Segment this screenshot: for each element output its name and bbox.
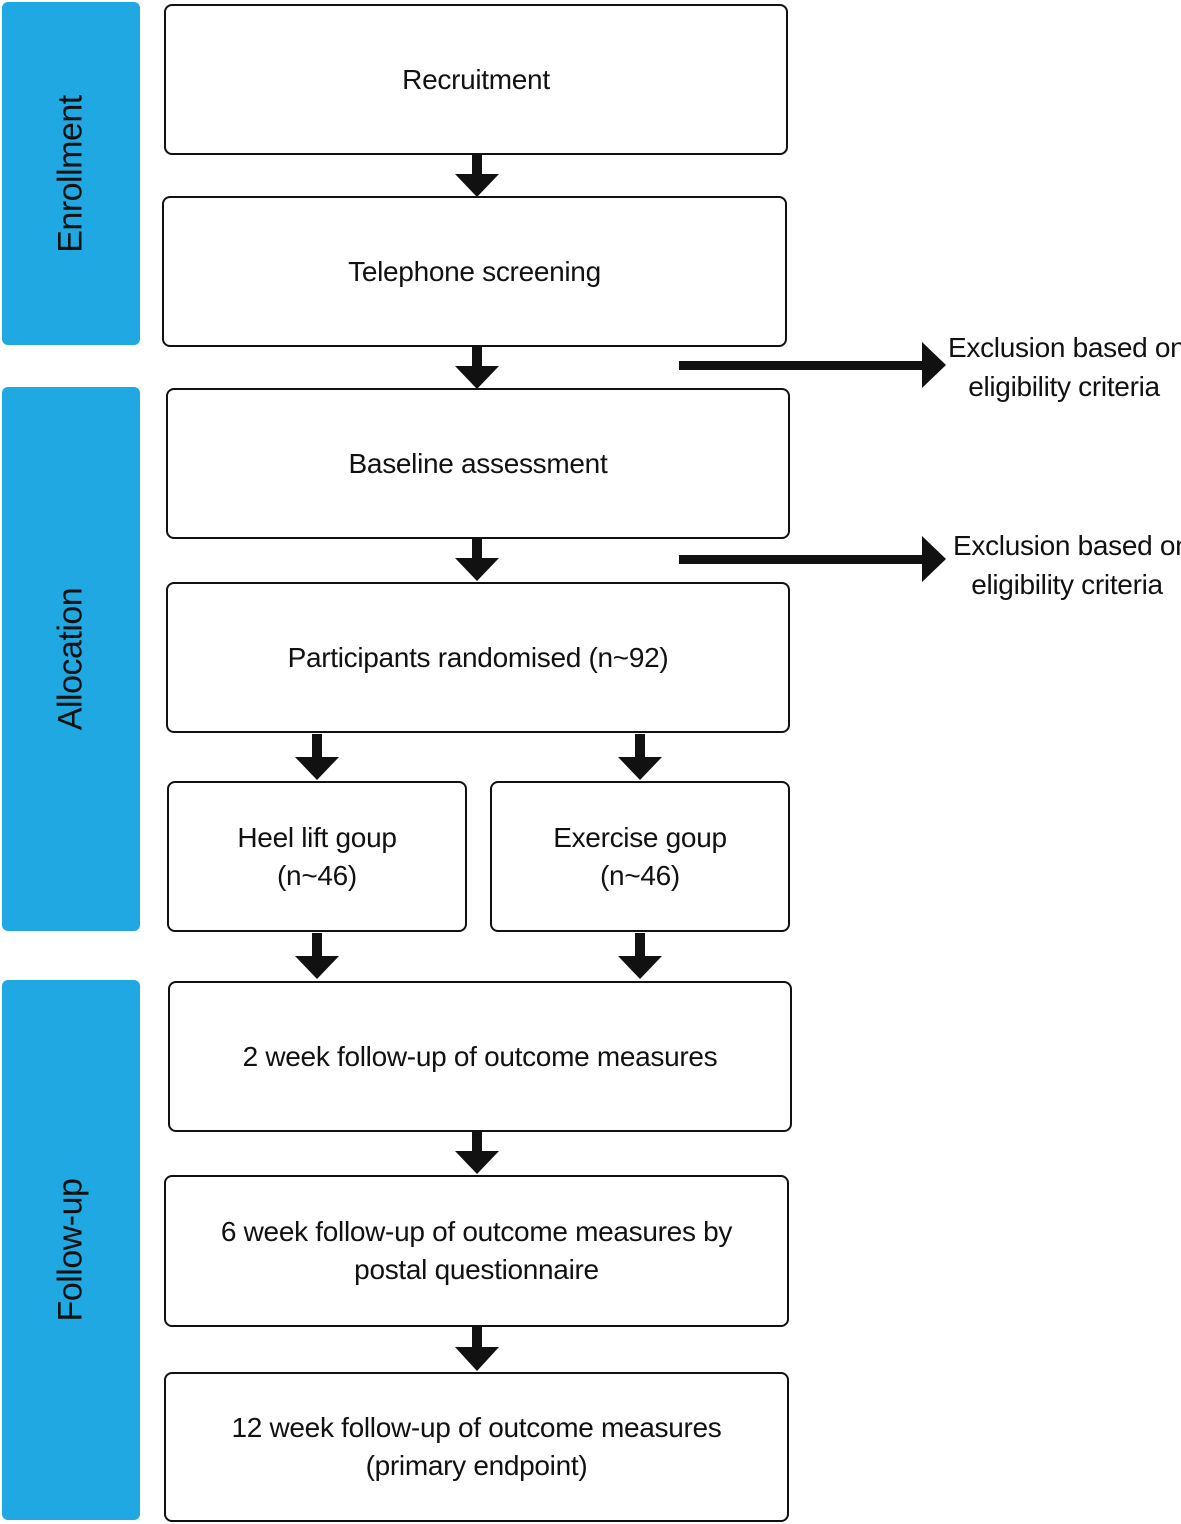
- week12-followup-line1: 12 week follow-up of outcome measures: [231, 1412, 722, 1443]
- arrow-week2-to-week6: [455, 1131, 499, 1174]
- week6-followup-line2: postal questionnaire: [354, 1254, 599, 1285]
- box-participants-randomised: Participants randomised (n~92): [166, 582, 790, 733]
- arrow-exercise-to-week2: [618, 933, 662, 979]
- box-participants-randomised-label: Participants randomised (n~92): [287, 641, 669, 673]
- box-baseline-assessment: Baseline assessment: [166, 388, 790, 539]
- box-recruitment: Recruitment: [164, 4, 788, 155]
- arrow-heel-lift-to-week2: [295, 933, 339, 979]
- box-heel-lift-group: Heel lift goup (n~46): [167, 781, 467, 932]
- arrow-randomised-to-exercise: [618, 734, 662, 780]
- arrow-baseline-to-randomised: [455, 538, 499, 581]
- heel-lift-group-name: Heel lift goup: [237, 821, 397, 853]
- exclusion-note-2: Exclusion based on eligibility criteria: [953, 526, 1181, 604]
- box-baseline-assessment-label: Baseline assessment: [348, 447, 608, 479]
- arrow-recruit-to-screening: [455, 154, 499, 197]
- box-recruitment-label: Recruitment: [402, 63, 550, 95]
- week12-followup-line2: (primary endpoint): [365, 1450, 588, 1481]
- phase-bar-followup: Follow-up: [2, 980, 140, 1520]
- phase-bar-enrollment: Enrollment: [2, 2, 140, 345]
- arrow-exclusion-1: [679, 342, 946, 388]
- exclusion-note-2-line1: Exclusion based on: [953, 530, 1181, 561]
- heel-lift-group-count: (n~46): [277, 859, 357, 891]
- box-week2-followup: 2 week follow-up of outcome measures: [168, 981, 792, 1132]
- arrow-week6-to-week12: [455, 1327, 499, 1371]
- arrow-screening-to-baseline: [455, 346, 499, 389]
- box-telephone-screening-label: Telephone screening: [348, 255, 601, 287]
- arrow-randomised-to-heel-lift: [295, 734, 339, 780]
- box-exercise-group: Exercise goup (n~46): [490, 781, 790, 932]
- week6-followup-line1: 6 week follow-up of outcome measures by: [220, 1216, 733, 1247]
- arrow-exclusion-2: [679, 536, 946, 582]
- phase-bar-allocation: Allocation: [2, 387, 140, 931]
- box-week12-followup: 12 week follow-up of outcome measures (p…: [164, 1372, 789, 1522]
- exercise-group-name: Exercise goup: [553, 821, 727, 853]
- exercise-group-count: (n~46): [600, 859, 680, 891]
- exclusion-note-1: Exclusion based on eligibility criteria: [948, 328, 1181, 406]
- exclusion-note-1-line1: Exclusion based on: [948, 332, 1181, 363]
- exclusion-note-1-line2: eligibility criteria: [968, 371, 1160, 402]
- box-telephone-screening: Telephone screening: [162, 196, 787, 347]
- exclusion-note-2-line2: eligibility criteria: [971, 569, 1163, 600]
- box-week6-followup: 6 week follow-up of outcome measures by …: [164, 1175, 789, 1327]
- box-week2-followup-label: 2 week follow-up of outcome measures: [242, 1040, 718, 1072]
